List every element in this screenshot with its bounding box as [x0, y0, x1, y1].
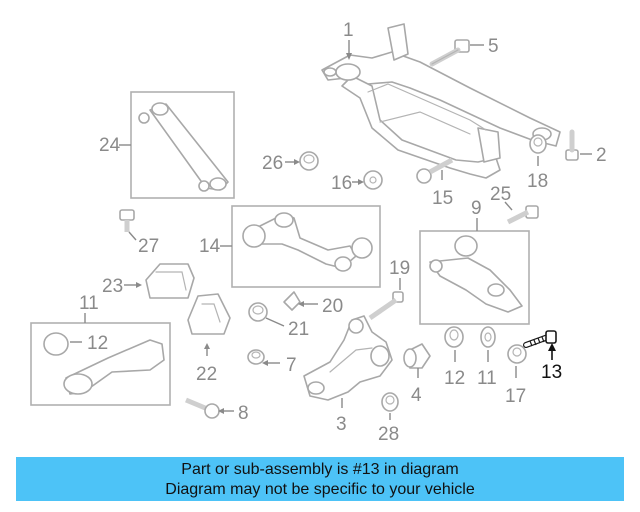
knuckle-3	[303, 315, 393, 401]
nut-21	[248, 302, 268, 322]
bolt-19	[368, 291, 404, 321]
info-banner: Part or sub-assembly is #13 in diagram D…	[16, 457, 624, 501]
callout-8: 8	[218, 403, 249, 424]
svg-text:23: 23	[102, 276, 123, 297]
callout-20: 20	[298, 296, 343, 317]
callout-28: 28	[378, 413, 399, 445]
callout-3: 3	[336, 398, 347, 435]
svg-text:15: 15	[432, 188, 453, 209]
mount-23	[145, 263, 195, 299]
svg-text:21: 21	[288, 319, 309, 340]
link-24	[138, 102, 229, 192]
bolt-7	[247, 349, 265, 365]
arm-15	[242, 212, 373, 272]
bushing-12	[444, 326, 464, 348]
svg-text:26: 26	[262, 153, 283, 174]
box-9	[419, 230, 530, 325]
callout-5: 11	[79, 293, 99, 323]
mount-22	[187, 293, 231, 335]
svg-text:27: 27	[138, 236, 159, 257]
bushing-28	[381, 392, 399, 412]
banner-line-2: Diagram may not be specific to your vehi…	[165, 481, 475, 498]
callout-1: 1	[343, 20, 354, 60]
bushing-4	[403, 343, 431, 369]
svg-text:25: 25	[490, 184, 511, 205]
svg-text:8: 8	[238, 403, 249, 424]
callout-7: 7	[262, 355, 297, 376]
bushing-18	[529, 134, 547, 154]
callout-4: 4	[411, 368, 422, 406]
callout-21: 21	[265, 317, 309, 340]
svg-text:20: 20	[322, 296, 343, 317]
bolt-27	[119, 209, 135, 232]
svg-text:18: 18	[527, 171, 548, 192]
svg-text:7: 7	[286, 355, 297, 376]
callout-18: 18	[527, 156, 548, 192]
svg-text:2: 2	[596, 145, 607, 166]
washer-11	[480, 326, 496, 348]
banner-line-1: Part or sub-assembly is #13 in diagram	[181, 461, 459, 478]
svg-text:24: 24	[99, 135, 121, 156]
svg-text:11: 11	[79, 293, 99, 314]
callout-14: 17	[505, 366, 526, 407]
arm-5	[43, 332, 165, 395]
svg-text:16: 16	[331, 173, 352, 194]
callout-10: 5	[470, 36, 499, 57]
bolt-13-highlighted[interactable]	[523, 330, 557, 348]
svg-text:4: 4	[411, 385, 422, 406]
callout-6: 12	[70, 333, 108, 354]
callout-17: 16	[331, 173, 364, 194]
callout-11: 11	[477, 350, 497, 389]
callout-26: 26	[262, 153, 300, 174]
svg-text:22: 22	[196, 364, 217, 385]
svg-text:12: 12	[87, 333, 108, 354]
callout-13[interactable]: 13	[541, 343, 562, 383]
callout-19: 19	[389, 258, 410, 290]
svg-text:19: 19	[389, 258, 410, 279]
nut-26	[299, 151, 319, 171]
svg-text:13: 13	[541, 362, 562, 383]
svg-text:11: 11	[477, 368, 497, 389]
svg-text:3: 3	[336, 414, 347, 435]
svg-text:17: 17	[505, 386, 526, 407]
callout-24: 24	[99, 135, 131, 156]
bolt-8	[185, 397, 220, 419]
callout-12: 12	[444, 350, 465, 389]
callout-25: 25	[490, 184, 513, 211]
bolt-25	[506, 205, 539, 225]
washer-17	[363, 170, 383, 190]
clip-20	[283, 291, 301, 311]
callout-15: 14	[199, 236, 232, 257]
arm-9	[429, 235, 523, 313]
bolt-10	[429, 39, 470, 67]
svg-text:14: 14	[199, 236, 221, 257]
callout-22: 22	[196, 343, 217, 385]
rear-subframe	[321, 23, 561, 179]
callout-27: 27	[128, 231, 159, 257]
callout-9: 9	[471, 198, 482, 231]
bolt-16	[416, 157, 454, 184]
svg-text:28: 28	[378, 424, 399, 445]
bolt-2	[565, 129, 579, 161]
parts-diagram: 1 5 2 18 24	[30, 20, 607, 445]
svg-text:5: 5	[488, 36, 499, 57]
svg-text:12: 12	[444, 368, 465, 389]
callout-16: 15	[432, 170, 453, 209]
svg-text:9: 9	[471, 198, 482, 219]
callout-23: 23	[102, 276, 142, 297]
box-5	[30, 322, 171, 406]
nut-14	[507, 344, 527, 364]
svg-text:1: 1	[343, 20, 354, 41]
callout-2: 2	[580, 145, 607, 166]
